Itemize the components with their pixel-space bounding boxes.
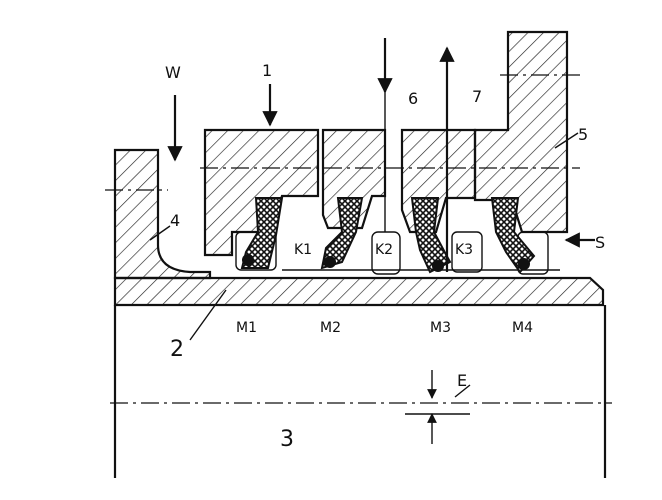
sleeve (113, 276, 605, 307)
seal-chambers (235, 231, 560, 275)
label-part2: 2 (170, 337, 184, 362)
label-m2: M2 (320, 320, 341, 336)
label-m3: M3 (430, 320, 451, 336)
label-part7: 7 (472, 87, 482, 106)
shaft (110, 305, 612, 478)
label-part5: 5 (578, 125, 588, 144)
label-w: W (165, 63, 181, 82)
garter-springs (242, 254, 530, 272)
label-m4: M4 (512, 320, 533, 336)
flow-arrows (167, 38, 595, 444)
label-k3: K3 (455, 242, 473, 258)
label-part3: 3 (280, 427, 294, 452)
leader-lines (149, 132, 579, 398)
housing-right (473, 30, 569, 234)
label-s: S (595, 233, 605, 252)
label-k1: K1 (294, 242, 312, 258)
label-m1: M1 (236, 320, 257, 336)
label-part1: 1 (262, 61, 272, 80)
flange-left (113, 148, 212, 280)
lip-seals (240, 197, 536, 274)
label-e: E (457, 371, 467, 390)
label-part6: 6 (408, 89, 418, 108)
label-part4: 4 (170, 211, 180, 230)
label-k2: K2 (375, 242, 393, 258)
